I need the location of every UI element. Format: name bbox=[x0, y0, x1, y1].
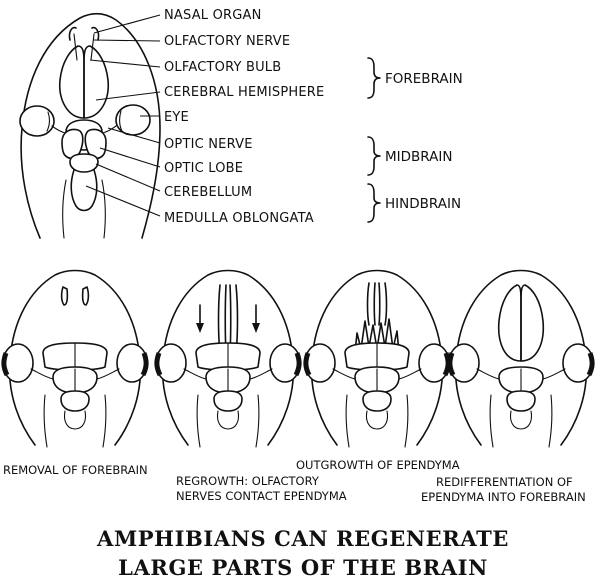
group-hindbrain: HINDBRAIN bbox=[385, 196, 461, 212]
caption-stage4-line1: REDIFFERENTIATION OF bbox=[436, 475, 573, 489]
forebrain-brace bbox=[367, 57, 381, 99]
leader-lines bbox=[85, 14, 161, 217]
right-optic-lobe bbox=[84, 128, 107, 160]
group-forebrain: FOREBRAIN bbox=[385, 71, 463, 87]
left-cerebral-hemisphere bbox=[59, 45, 85, 119]
title-line1: AMPHIBIANS CAN REGENERATE bbox=[96, 526, 509, 551]
stage3-head bbox=[303, 269, 451, 448]
hindbrain-brace bbox=[367, 183, 381, 223]
title-line2: LARGE PARTS OF THE BRAIN bbox=[118, 555, 488, 580]
stage1-head bbox=[1, 269, 149, 448]
stage4-head bbox=[447, 269, 595, 448]
midbrain-brace bbox=[367, 136, 381, 176]
stage2-head bbox=[154, 269, 302, 448]
label-eye: EYE bbox=[164, 110, 189, 125]
frog-head-anatomy bbox=[19, 12, 161, 239]
left-nasal-organ bbox=[68, 26, 77, 41]
caption-stage2-line2: NERVES CONTACT EPENDYMA bbox=[176, 489, 347, 503]
label-olfactory-bulb: OLFACTORY BULB bbox=[164, 60, 281, 75]
label-cerebral-hemisphere: CEREBRAL HEMISPHERE bbox=[164, 85, 324, 100]
medulla-oblongata bbox=[70, 169, 98, 212]
label-nasal-organ: NASAL ORGAN bbox=[164, 8, 262, 23]
label-medulla-oblongata: MEDULLA OBLONGATA bbox=[164, 211, 314, 226]
right-eye bbox=[115, 104, 151, 136]
caption-stage1: REMOVAL OF FOREBRAIN bbox=[3, 463, 148, 477]
caption-stage4-line2: EPENDYMA INTO FOREBRAIN bbox=[421, 490, 586, 504]
caption-stage2-line1: REGROWTH: OLFACTORY bbox=[176, 474, 320, 488]
label-olfactory-nerve: OLFACTORY NERVE bbox=[164, 34, 290, 49]
left-optic-lobe bbox=[61, 128, 84, 160]
caption-stage3: OUTGROWTH OF EPENDYMA bbox=[296, 458, 460, 472]
right-nasal-organ bbox=[91, 26, 100, 41]
group-midbrain: MIDBRAIN bbox=[385, 149, 452, 165]
label-cerebellum: CEREBELLUM bbox=[164, 185, 252, 200]
left-eye bbox=[19, 105, 55, 137]
label-optic-lobe: OPTIC LOBE bbox=[164, 161, 243, 176]
label-optic-nerve: OPTIC NERVE bbox=[164, 137, 253, 152]
cerebellum bbox=[69, 153, 99, 173]
right-cerebral-hemisphere bbox=[83, 45, 109, 119]
